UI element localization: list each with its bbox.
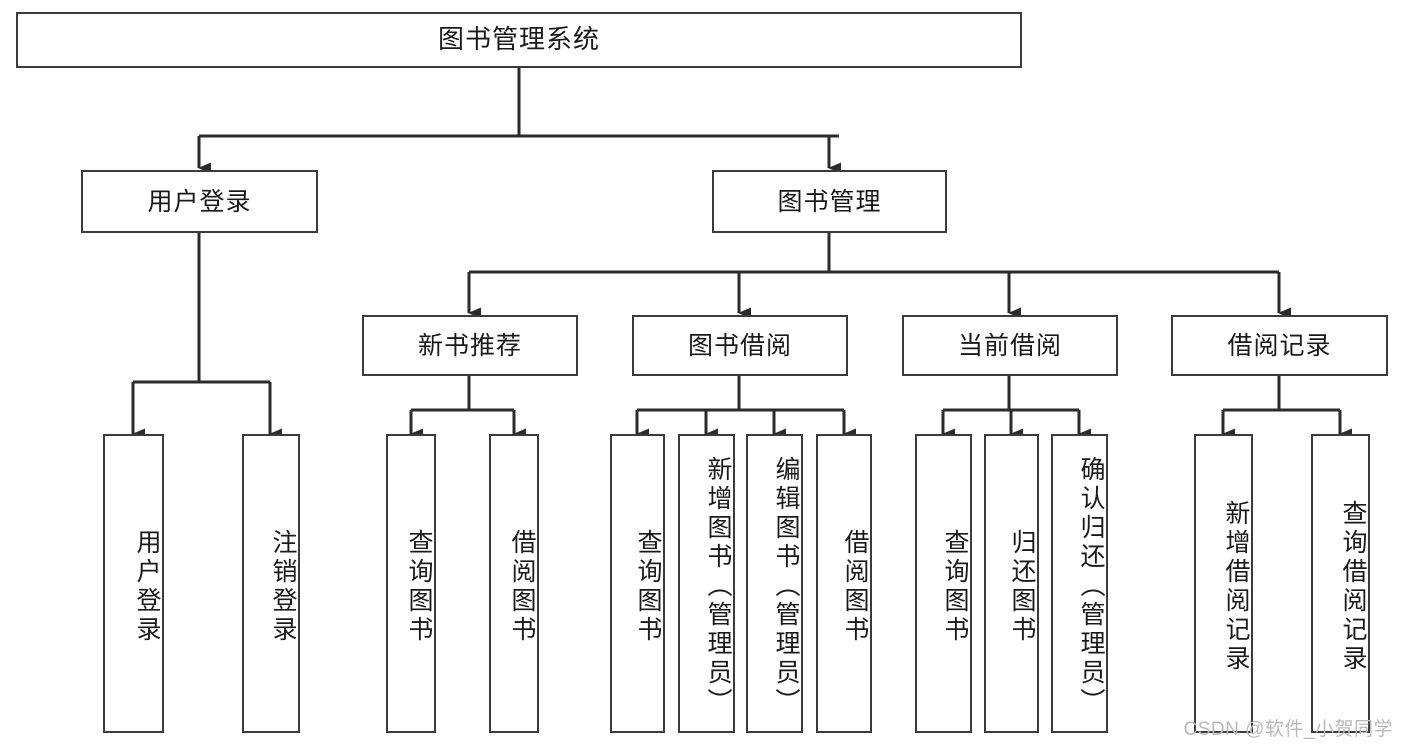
node-label: 用户登录 — [133, 528, 161, 645]
leaf-borrow-book[interactable]: 借阅图书 — [816, 434, 872, 733]
node-label: 新增图书（管理员） — [704, 456, 732, 717]
leaf-user-login[interactable]: 用户登录 — [103, 434, 164, 733]
node-label: 图书管理 — [777, 187, 882, 216]
node-label: 查询图书 — [941, 528, 969, 645]
node-user-login[interactable]: 用户登录 — [81, 170, 318, 233]
leaf-query-book-borrow[interactable]: 查询图书 — [610, 434, 665, 733]
node-label: 确认归还（管理员） — [1077, 456, 1105, 717]
node-label: 用户登录 — [147, 187, 252, 216]
node-label: 查询借阅记录 — [1339, 499, 1367, 674]
node-label: 新增借阅记录 — [1222, 499, 1250, 674]
node-label: 借阅图书 — [841, 528, 869, 645]
node-label: 借阅图书 — [508, 528, 536, 645]
node-label: 查询图书 — [405, 528, 433, 645]
leaf-return-book[interactable]: 归还图书 — [984, 434, 1039, 733]
leaf-edit-book-admin[interactable]: 编辑图书（管理员） — [746, 434, 803, 733]
node-label: 当前借阅 — [957, 331, 1062, 360]
node-label: 借阅记录 — [1227, 331, 1332, 360]
leaf-query-borrow-record[interactable]: 查询借阅记录 — [1311, 434, 1370, 733]
node-label: 图书借阅 — [687, 331, 792, 360]
leaf-logout-login[interactable]: 注销登录 — [242, 434, 300, 733]
leaf-confirm-return-admin[interactable]: 确认归还（管理员） — [1051, 434, 1108, 733]
node-root-book-management-system[interactable]: 图书管理系统 — [16, 12, 1022, 68]
leaf-borrow-book-recommend[interactable]: 借阅图书 — [489, 434, 539, 733]
leaf-query-book-current[interactable]: 查询图书 — [915, 434, 972, 733]
node-label: 编辑图书（管理员） — [772, 456, 800, 717]
leaf-add-borrow-record[interactable]: 新增借阅记录 — [1194, 434, 1253, 733]
node-label: 归还图书 — [1008, 528, 1036, 645]
node-current-borrow[interactable]: 当前借阅 — [902, 315, 1118, 376]
node-borrow-records[interactable]: 借阅记录 — [1171, 315, 1388, 376]
node-book-management[interactable]: 图书管理 — [712, 170, 947, 233]
node-label: 新书推荐 — [417, 331, 522, 360]
node-label: 图书管理系统 — [437, 24, 600, 55]
csdn-watermark: CSDN @软件_小贺同学 — [1183, 719, 1393, 740]
node-book-borrow[interactable]: 图书借阅 — [632, 315, 848, 376]
leaf-add-book-admin[interactable]: 新增图书（管理员） — [678, 434, 735, 733]
leaf-query-book-recommend[interactable]: 查询图书 — [386, 434, 436, 733]
node-label: 查询图书 — [634, 528, 662, 645]
node-label: 注销登录 — [269, 528, 297, 645]
node-new-book-recommend[interactable]: 新书推荐 — [362, 315, 578, 376]
